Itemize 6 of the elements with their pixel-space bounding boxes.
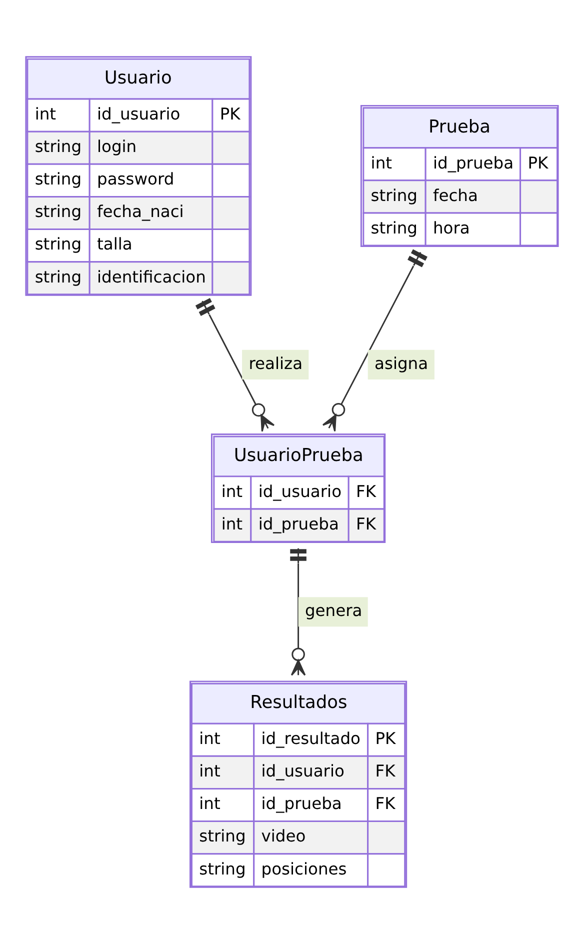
- connector: [322, 248, 428, 432]
- edge-label: realiza: [248, 353, 303, 372]
- edge-label: asigna: [374, 353, 428, 372]
- connector: [195, 297, 275, 432]
- edge-label: genera: [304, 600, 362, 620]
- connector: [290, 548, 306, 676]
